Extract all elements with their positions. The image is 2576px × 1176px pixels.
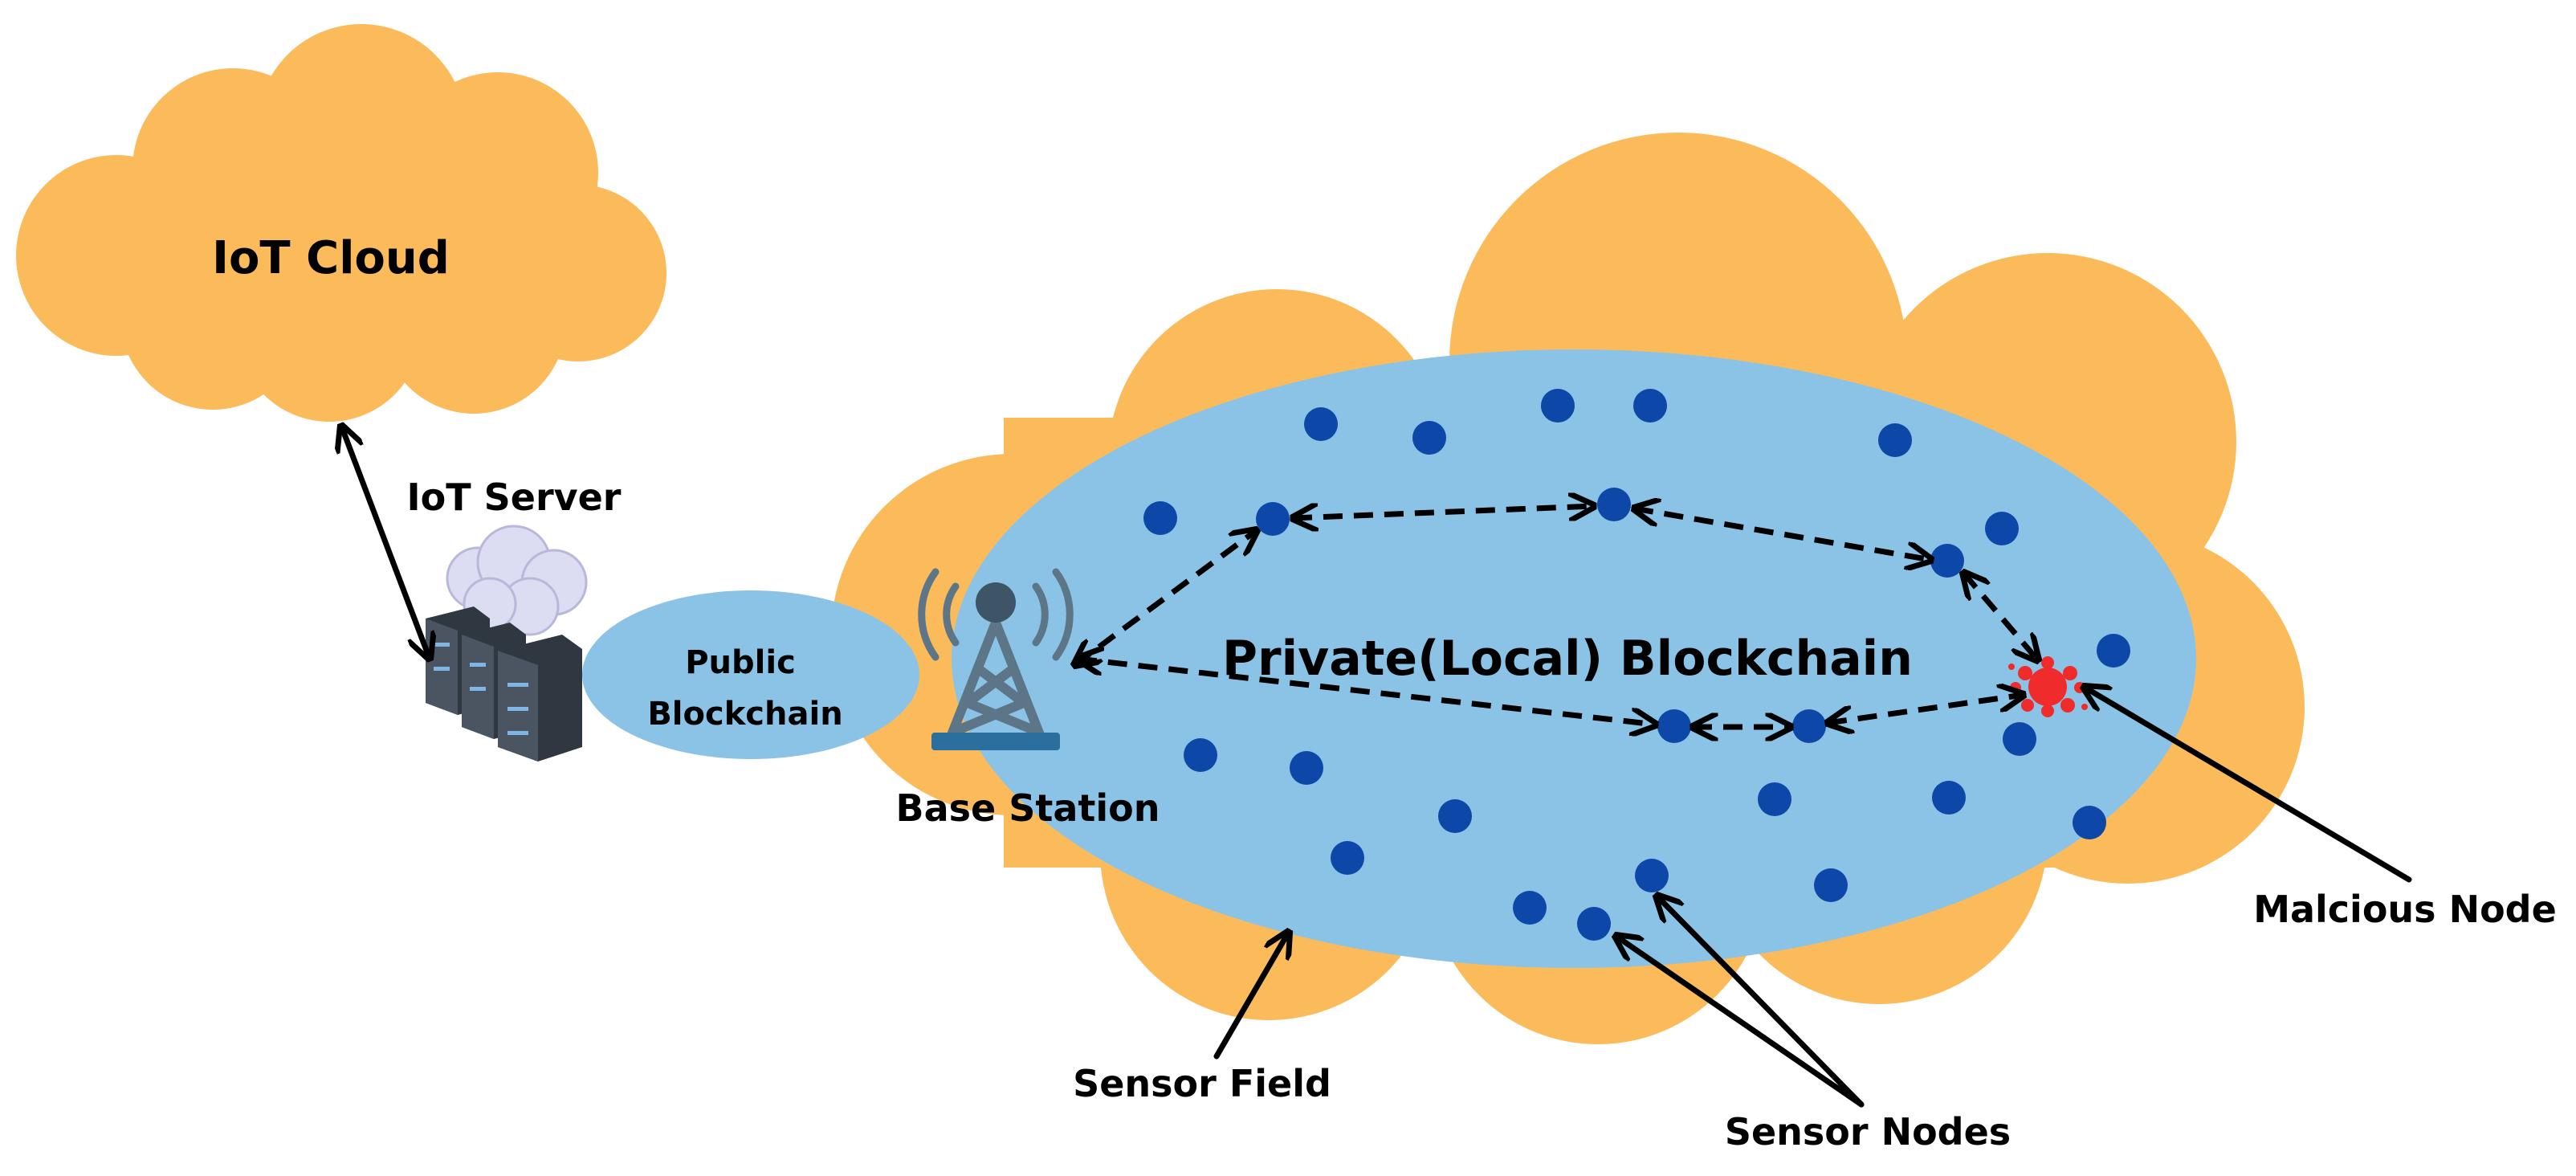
link-arrow xyxy=(1828,695,2024,723)
sensor-field-callout-arrow xyxy=(1213,932,1289,1060)
iot-cloud-shape xyxy=(16,24,666,422)
link-arrow xyxy=(1074,530,1257,665)
sensor-nodes-label: Sensor Nodes xyxy=(1725,1110,2011,1154)
link-arrow xyxy=(1963,573,2038,660)
sensor-node xyxy=(1412,421,1446,455)
sensor-node xyxy=(1932,781,1966,815)
cloud-server-link-arrow xyxy=(341,426,430,659)
sensor-node xyxy=(1290,751,1323,785)
sensor-node xyxy=(1541,389,1575,423)
sensor-node xyxy=(1438,799,1472,833)
sensor-node xyxy=(1184,738,1217,772)
sensor-node xyxy=(1792,709,1826,743)
sensor-node xyxy=(1930,544,1964,578)
sensor-node xyxy=(1513,891,1547,925)
sensor-node xyxy=(2097,634,2130,668)
public-blockchain-label-line2: Blockchain xyxy=(647,696,842,733)
blockchain-links xyxy=(1074,506,2038,727)
link-arrow xyxy=(1293,506,1594,518)
sensor-node xyxy=(2073,806,2106,839)
sensor-node xyxy=(1633,389,1667,423)
sensor-nodes-callout-arrow-1 xyxy=(1657,896,1865,1108)
link-arrow xyxy=(1634,508,1931,560)
sensor-node xyxy=(1143,501,1177,535)
sensor-node xyxy=(1256,502,1290,536)
sensor-node xyxy=(1758,782,1791,816)
public-blockchain-area xyxy=(582,590,919,759)
base-station-label: Base Station xyxy=(896,786,1160,830)
sensor-field-label: Sensor Field xyxy=(1073,1062,1331,1105)
sensor-node xyxy=(1331,841,1364,875)
server-rack-icon xyxy=(426,525,588,762)
radio-tower-icon xyxy=(918,568,1074,750)
sensor-node xyxy=(1985,512,2019,545)
sensor-node xyxy=(1635,859,1669,892)
public-blockchain-label-line1: Public xyxy=(685,644,796,681)
sensor-node xyxy=(1304,407,1338,441)
link-arrow xyxy=(1078,659,1656,725)
sensor-node xyxy=(1597,488,1631,521)
malicious-node-label: Malcious Node xyxy=(2253,888,2557,931)
private-blockchain-label: Private(Local) Blockchain xyxy=(1222,631,1913,687)
sensor-node xyxy=(1878,423,1912,457)
sensor-node xyxy=(1657,709,1691,743)
sensor-nodes-callout-arrow-2 xyxy=(1616,936,1865,1108)
sensor-node xyxy=(2003,722,2036,756)
iot-cloud-label: IoT Cloud xyxy=(212,232,450,284)
sensor-node xyxy=(1577,907,1611,941)
sensor-node xyxy=(1814,868,1848,902)
iot-server-label: IoT Server xyxy=(407,476,622,519)
malicious-node-callout-arrow xyxy=(2084,687,2412,883)
